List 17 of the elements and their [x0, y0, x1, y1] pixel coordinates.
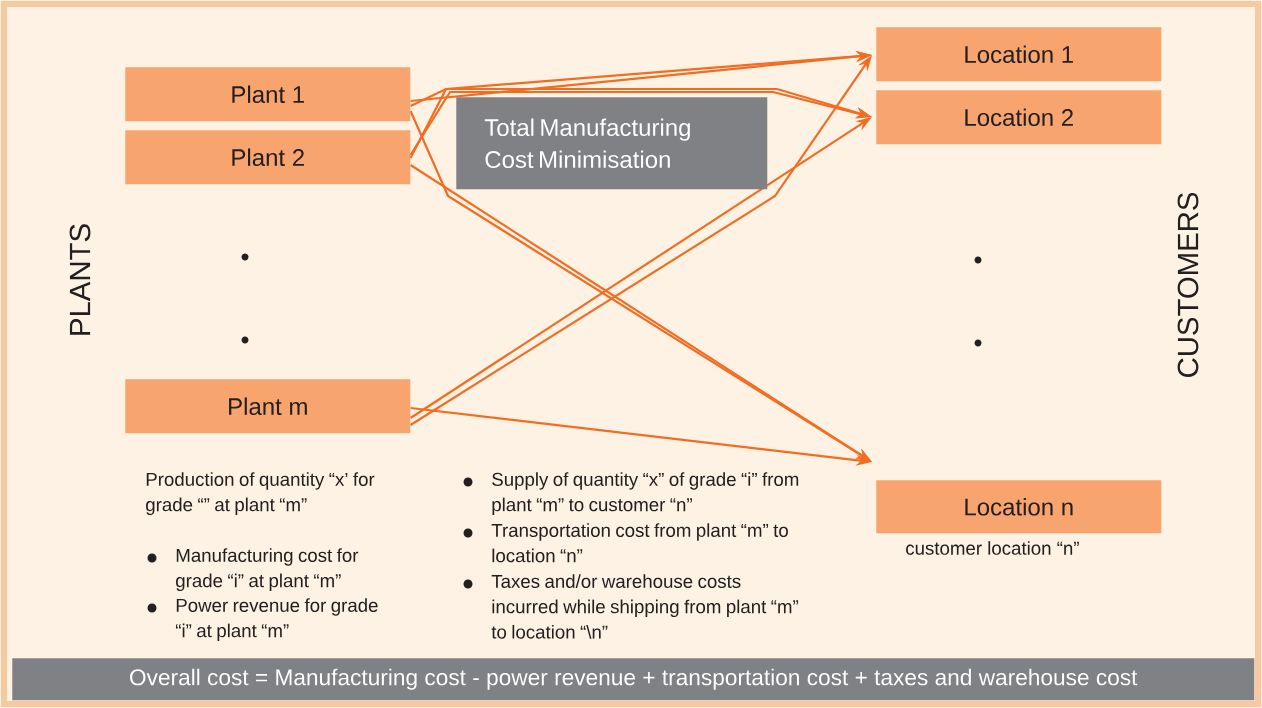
bullet-text: Manufacturing cost for grade “i” at plant “m” [176, 548, 359, 591]
process-box: Plant 2 [125, 130, 411, 185]
axis-label: CUSTOMERS [1177, 192, 1199, 377]
objective-box: Total Manufacturing Cost Minimisation [456, 97, 768, 190]
bullet-text: Taxes and/or warehouse costs incurred while shipping from plant “m” to location “\n” [491, 574, 799, 639]
bullet-text: Transportation cost from plant “m” to location “n” [491, 523, 788, 563]
process-box: Location 2 [876, 90, 1162, 145]
note-text: Production of quantity “x’ for grade “” at plant “m” [146, 472, 375, 515]
node-caption: customer location “n” [906, 541, 1079, 555]
process-box: Location n [876, 480, 1162, 534]
process-box: Plant 1 [125, 67, 411, 122]
axis-label: PLANTS [69, 224, 91, 335]
process-box: Location 1 [876, 27, 1162, 82]
bullet-text: Supply of quantity “x” of grade “i” from plant “m” to customer “n” [492, 472, 799, 515]
process-box: Plant m [125, 379, 411, 434]
formula-bar: Overall cost = Manufacturing cost - power revenue + transportation cost + taxes and warehouse cost [12, 658, 1255, 701]
bullet-text: Power revenue for grade “i” at plant “m” [175, 598, 378, 641]
